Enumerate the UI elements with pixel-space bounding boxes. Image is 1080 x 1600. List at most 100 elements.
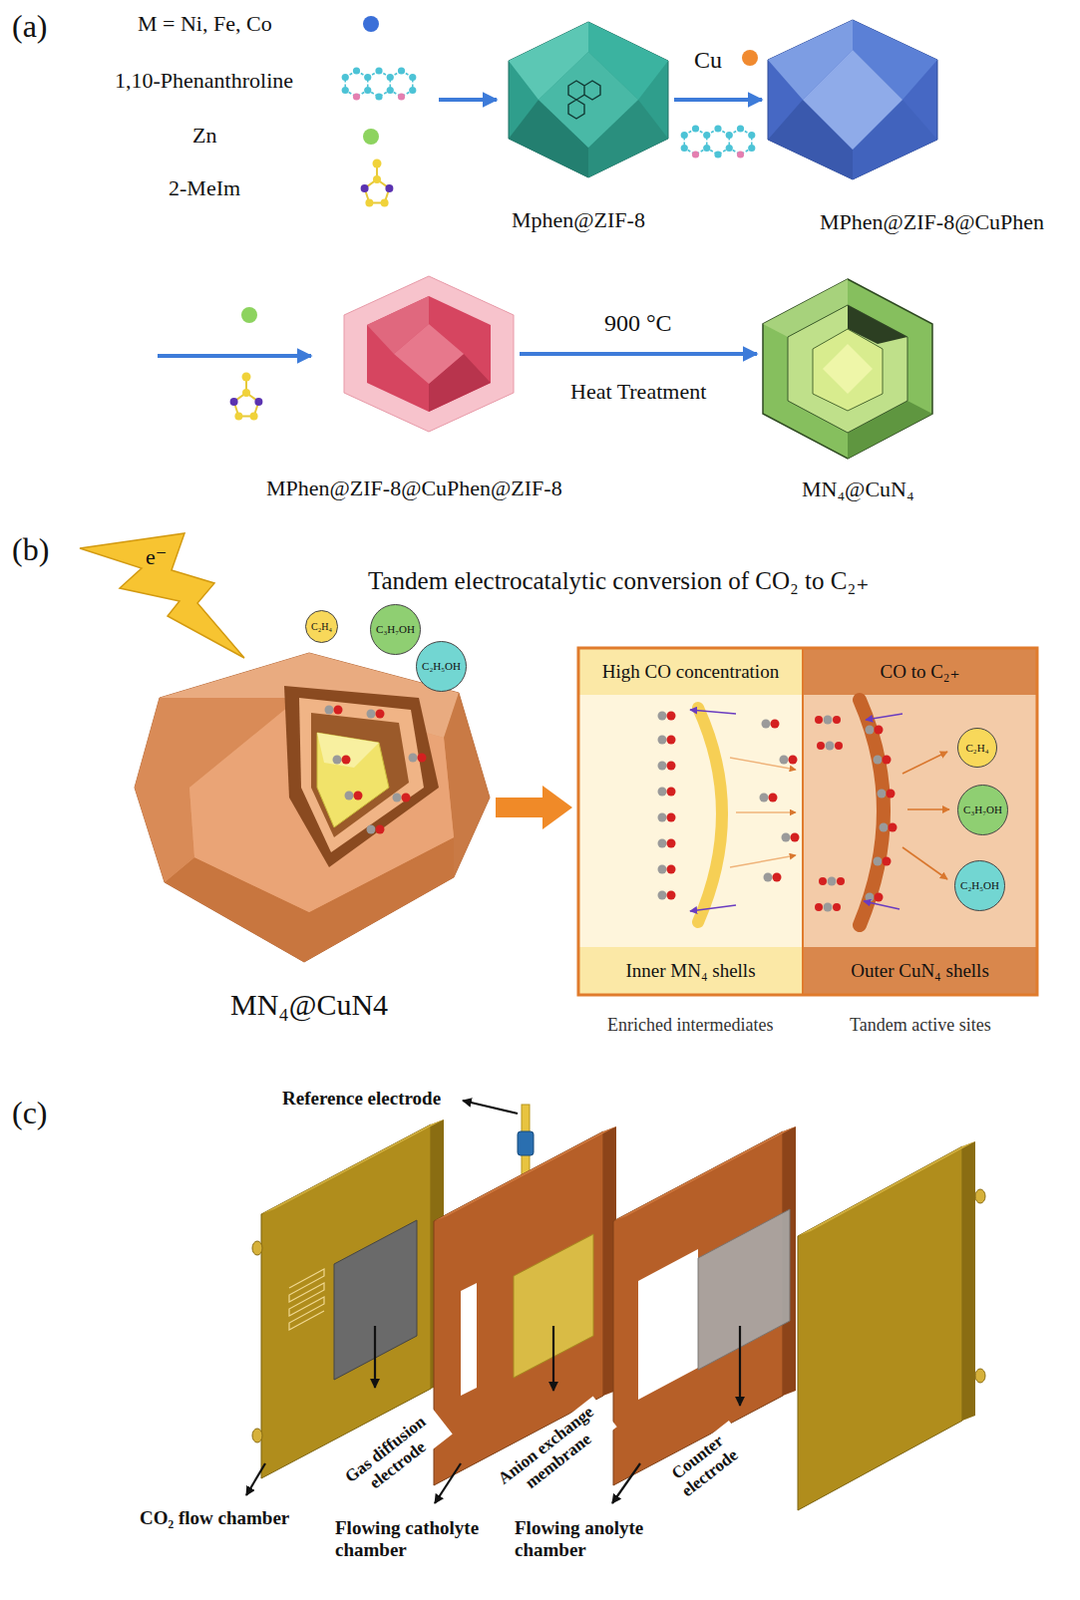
cutaway-crystal [333, 755, 352, 765]
reagent-dots [241, 15, 758, 324]
block-arrow [495, 785, 573, 830]
cutaway-crystal [325, 706, 344, 716]
process-arrow [674, 97, 762, 102]
cell-plate-4 [975, 1189, 986, 1204]
cell-plate-4 [797, 1141, 976, 1237]
cell-plate-4 [975, 1369, 986, 1384]
flow-arrows [729, 855, 796, 868]
crystal-caption: MPhen@ZIF-8@CuPhen@ZIF-8 [266, 475, 563, 502]
text-label: 2-MeIm [168, 175, 241, 201]
bubble-text-wrap: C₂H₄ [966, 741, 990, 754]
tandem-panel [802, 947, 1038, 996]
cutaway-crystal [284, 686, 439, 868]
lightning-bolt [79, 533, 245, 659]
panel-molecules [814, 716, 841, 725]
product-bubble: C₃H₇OH [369, 604, 421, 656]
tandem-panel [578, 947, 803, 996]
flow-arrows [865, 714, 903, 720]
tandem-panel [578, 648, 803, 696]
panel-title: Tandem electrocatalytic conversion of CO… [367, 566, 869, 597]
crystal-cuphen-shell [767, 19, 938, 180]
crystal-node: MN₄@CuN₄ [762, 279, 933, 459]
product-bubble: C₃H₇OH [957, 784, 1009, 836]
panel-molecules [658, 787, 677, 797]
leader-arrows [246, 1463, 266, 1496]
text-label: e⁻ [145, 544, 167, 570]
panel-molecules [658, 865, 677, 875]
cell-plate-3 [698, 1209, 790, 1371]
leader-arrows [612, 1463, 641, 1504]
crystal-cuphen-shell [802, 49, 903, 150]
flow-arrows [690, 905, 736, 912]
leader-arrows [462, 1100, 518, 1114]
process-arrow [519, 352, 757, 357]
flow-arrows [902, 751, 948, 774]
text-label: Zn [192, 122, 217, 148]
bubble-text: C₂H₄ [966, 741, 990, 754]
text-label: 1,10-Phenanthroline [114, 67, 294, 93]
flow-arrows [863, 901, 900, 910]
crystal-double-shell [344, 276, 514, 432]
panel-molecules [779, 755, 798, 765]
reagent-icons [230, 372, 264, 421]
cell-plate-2 [460, 1283, 477, 1397]
crystal-mn4-cun4 [812, 329, 883, 411]
bubble-text-wrap: C₃H₇OH [375, 623, 415, 636]
cell-plate-4 [797, 1146, 963, 1511]
panel-molecules [814, 903, 841, 913]
panel-letter: (c) [11, 1094, 48, 1132]
cell-plate-1 [252, 1241, 263, 1256]
process-arrows [157, 354, 312, 359]
cutaway-crystal [366, 710, 385, 720]
edge-label: 900 °C [602, 309, 675, 339]
bubble-text-wrap: C₃H₇OH [963, 803, 1003, 816]
crystal-double-shell [366, 296, 491, 412]
panel-molecules [816, 741, 843, 751]
leader-arrows [373, 1326, 376, 1389]
panel-letter: (b) [11, 531, 49, 569]
product-bubble: C₂H₄ [957, 727, 998, 768]
lightning-bolt [79, 533, 245, 659]
panel-molecules [658, 761, 677, 771]
panel-molecules [879, 823, 898, 833]
panel-molecules [877, 789, 896, 799]
edge-label: Cu [692, 45, 724, 75]
product-bubble: C₂H₅OH [415, 641, 467, 693]
cutaway-crystal [317, 732, 389, 828]
product-bubble: C₂H₅OH [954, 860, 1006, 912]
crystal-node: MPhen@ZIF-8@CuPhen [767, 19, 938, 180]
bubble-text-wrap: C₂H₄ [311, 621, 333, 633]
tandem-panel [578, 648, 1038, 996]
cell-plate-1 [252, 1429, 263, 1443]
panel-molecules [865, 893, 884, 903]
crystal-mphen-zif8 [568, 80, 601, 119]
crystal-node: MPhen@ZIF-8@CuPhen@ZIF-8 [344, 276, 514, 432]
bubble-text: C₂H₅OH [421, 660, 461, 673]
panel-molecules [658, 712, 898, 913]
panel-molecules [818, 877, 845, 887]
cutaway-crystal [392, 793, 411, 803]
panel-molecules [658, 891, 677, 901]
panel-letter: (a) [11, 7, 48, 45]
text-label: Flowing anolyte chamber [514, 1517, 690, 1562]
cutaway-crystal [134, 653, 490, 963]
panel-molecules [873, 857, 892, 867]
crystal-mphen-zif8 [538, 51, 639, 148]
crystal-mn4-cun4 [822, 344, 873, 394]
cutaway-crystal [317, 732, 379, 768]
bubble-text-wrap: C₂H₅OH [960, 879, 1000, 892]
part-label: Counter electrode [654, 1421, 753, 1510]
crystal-mphen-zif8 [508, 21, 669, 178]
crystal-node: MN₄@CuN4 [134, 653, 490, 963]
flow-arrows [902, 847, 948, 880]
panel-molecules [873, 755, 892, 765]
column-note: Tandem active sites [849, 1015, 992, 1037]
bubble-text: C₃H₇OH [963, 803, 1003, 816]
crystal-mn4-cun4 [762, 279, 933, 459]
crystal-mn4-cun4 [762, 279, 933, 459]
crystal-double-shell [344, 276, 514, 432]
tandem-panel [578, 648, 803, 996]
reagent-dots [362, 15, 379, 32]
